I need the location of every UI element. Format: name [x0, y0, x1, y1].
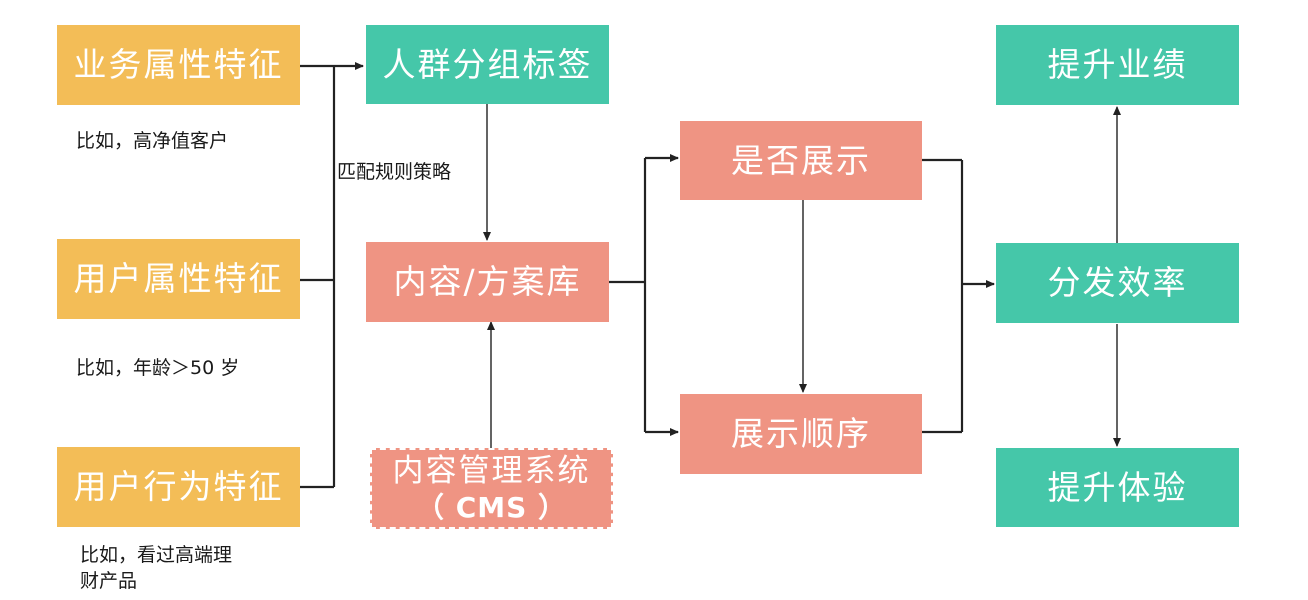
- show-order-label: 展示顺序: [731, 414, 871, 454]
- user-attr-example-note: 比如，年龄＞50 岁: [76, 357, 240, 379]
- show-or-not-box: 是否展示: [680, 121, 922, 200]
- cms-label: 内容管理系统 （ CMS ）: [393, 452, 591, 526]
- distribution-efficiency-label: 分发效率: [1047, 263, 1188, 303]
- content-library-box: 内容/方案库: [366, 242, 609, 322]
- improve-experience-label: 提升体验: [1047, 467, 1188, 507]
- user-behavior-example-line1: 比如，看过高端理: [80, 544, 233, 566]
- cms-box: 内容管理系统 （ CMS ）: [370, 448, 613, 529]
- user-behavior-feature-label: 用户行为特征: [73, 467, 284, 507]
- user-attr-feature-label: 用户属性特征: [73, 259, 284, 299]
- improve-experience-box: 提升体验: [996, 448, 1239, 527]
- user-behavior-example-line2: 财产品: [80, 569, 138, 592]
- crowd-tag-box: 人群分组标签: [366, 25, 609, 104]
- show-or-not-label: 是否展示: [731, 140, 871, 180]
- improve-performance-label: 提升业绩: [1047, 45, 1188, 85]
- user-behavior-example-note: 比如，看过高端理 财产品: [80, 543, 232, 594]
- distribution-efficiency-box: 分发效率: [996, 243, 1239, 323]
- improve-performance-box: 提升业绩: [996, 25, 1239, 105]
- business-feature-box: 业务属性特征: [57, 25, 300, 105]
- show-order-box: 展示顺序: [680, 394, 922, 474]
- business-example-note: 比如，高净值客户: [76, 130, 229, 152]
- match-rule-label: 匹配规则策略: [337, 161, 452, 183]
- user-attr-feature-box: 用户属性特征: [57, 239, 300, 319]
- content-library-label: 内容/方案库: [393, 262, 582, 302]
- crowd-tag-label: 人群分组标签: [382, 44, 593, 84]
- cms-label-line1: 内容管理系统: [392, 452, 591, 489]
- business-feature-label: 业务属性特征: [73, 45, 284, 85]
- cms-label-line2: （ CMS ）: [415, 491, 568, 525]
- user-behavior-feature-box: 用户行为特征: [57, 447, 300, 527]
